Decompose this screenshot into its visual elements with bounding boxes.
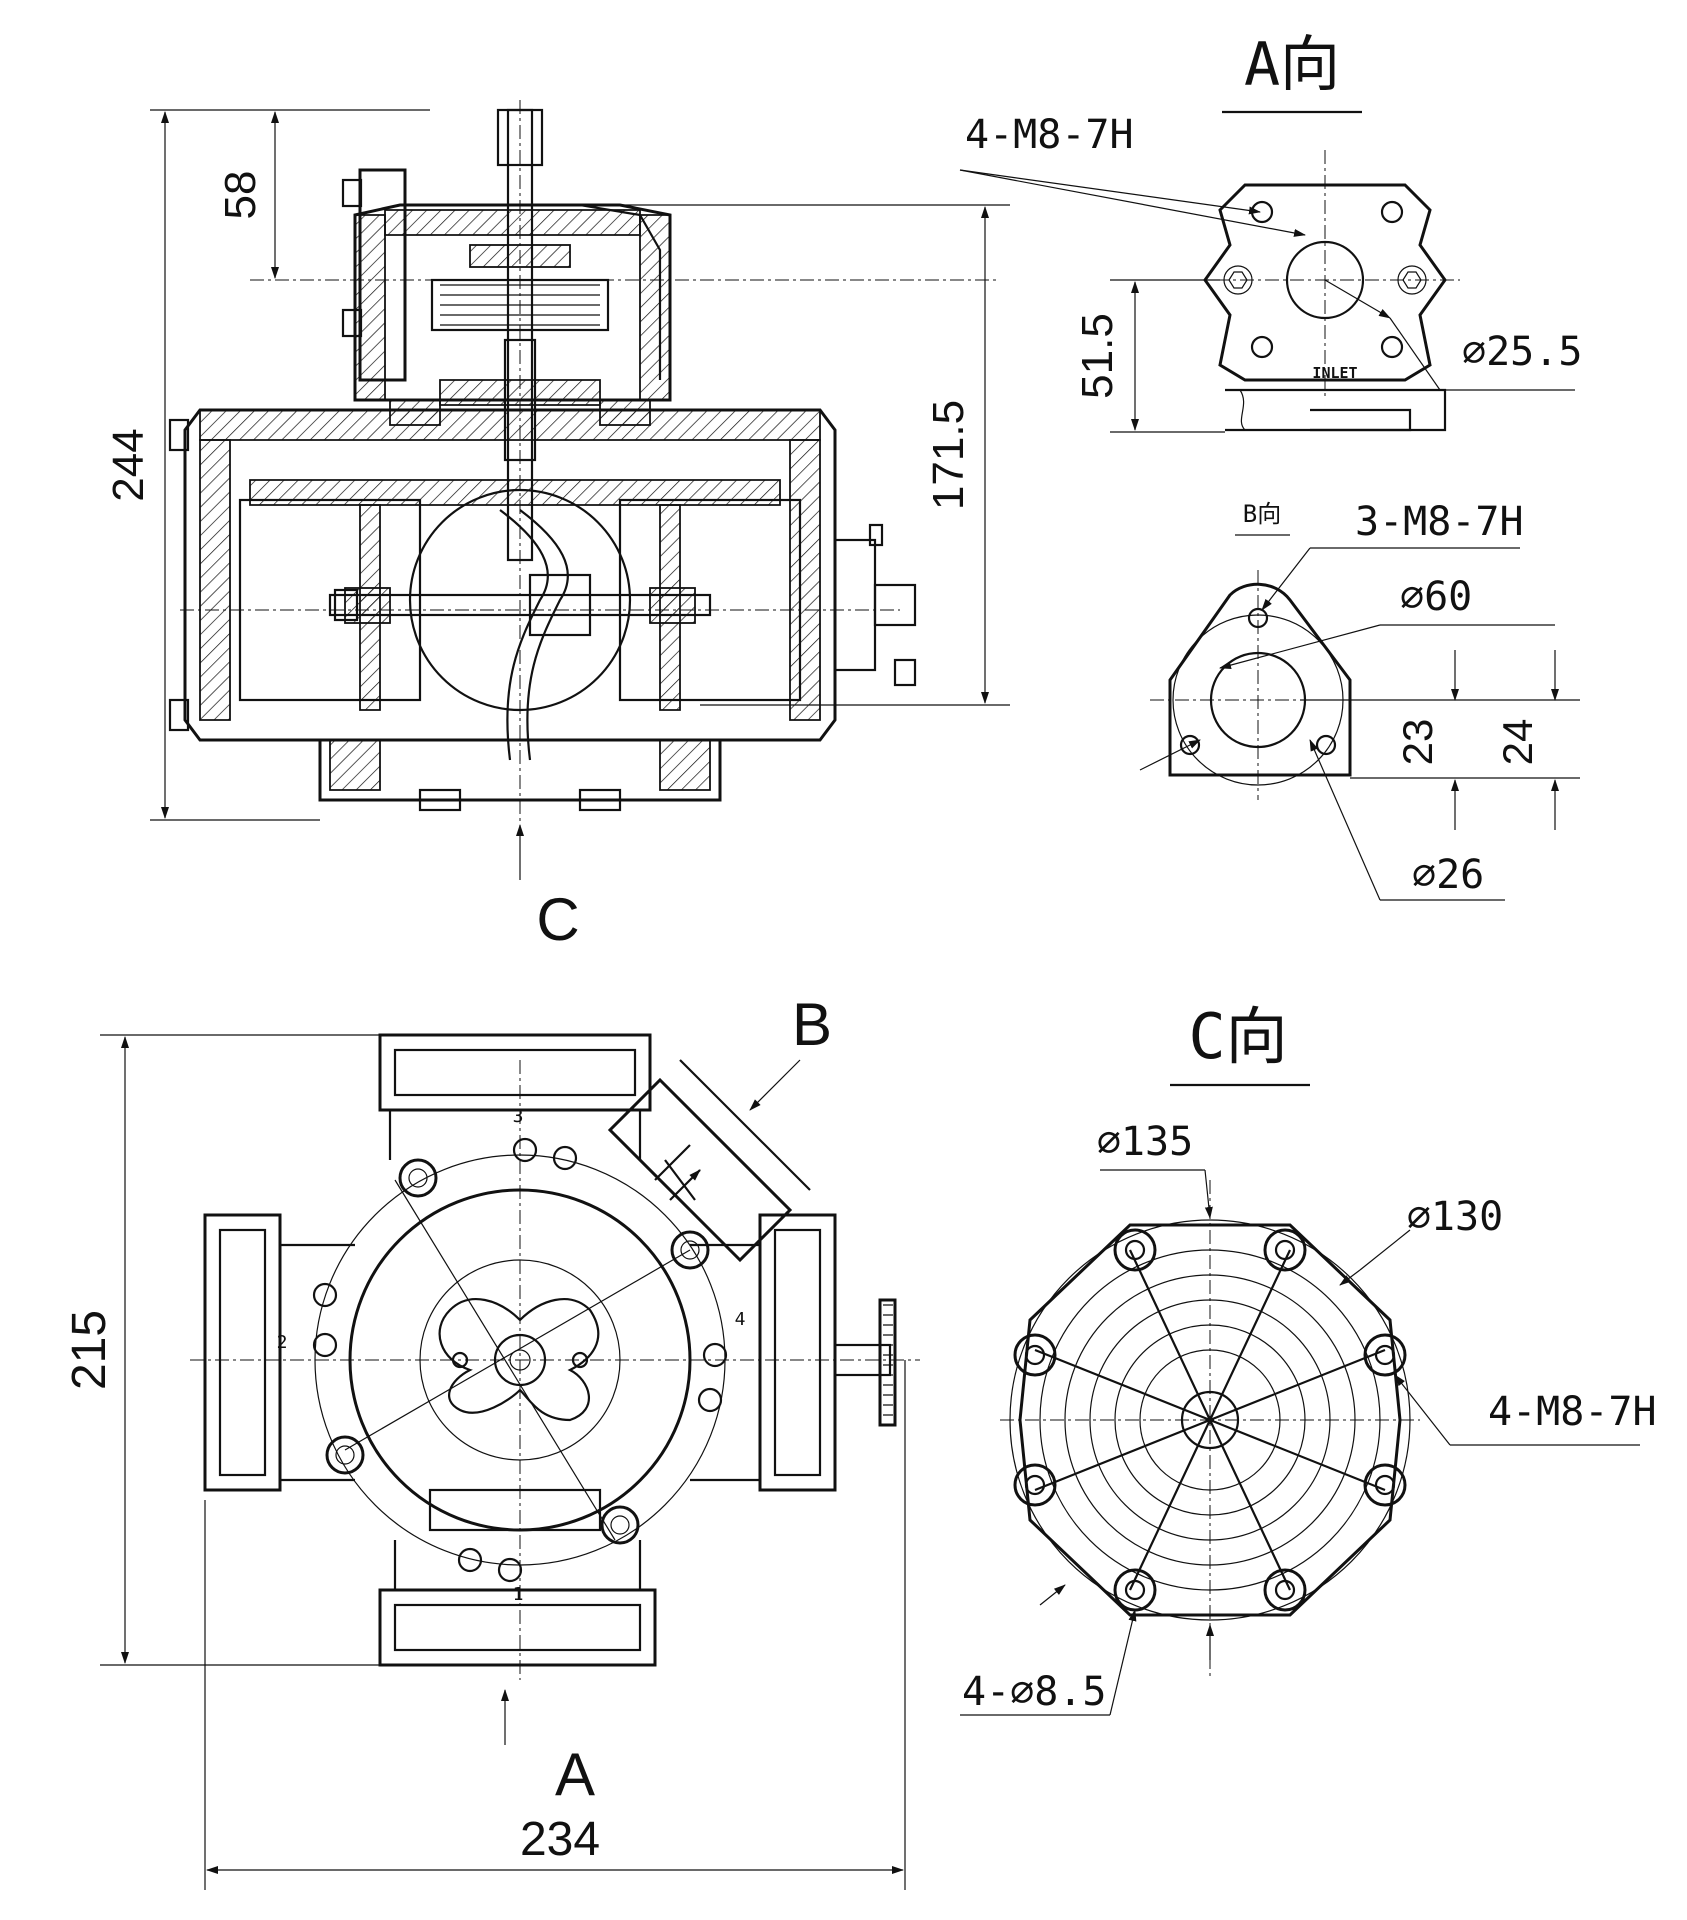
view-b [1139, 547, 1580, 901]
view-c-title: C向 [1188, 1000, 1287, 1073]
dim-234: 234 [520, 1813, 600, 1866]
direction-label-c: C [536, 886, 579, 953]
port-number-3: 3 [513, 1106, 524, 1127]
view-b-title: B向 [1243, 500, 1281, 528]
dim-58: 58 [216, 171, 265, 220]
port-number-1: 1 [513, 1584, 524, 1605]
dim-215: 215 [63, 1310, 116, 1390]
front-section-view [168, 100, 1000, 830]
view-c-thread-callout: 4-M8-7H [1488, 1389, 1657, 1435]
view-c-holes: 4-⌀8.5 [962, 1669, 1107, 1715]
view-a-bore: ⌀25.5 [1462, 329, 1582, 375]
view-b-pcd: ⌀60 [1400, 574, 1472, 620]
dim-23: 23 [1394, 719, 1441, 766]
plan-view [190, 1033, 920, 1680]
view-c-pcd: ⌀130 [1407, 1194, 1503, 1240]
dim-51-5: 51.5 [1073, 313, 1122, 399]
port-number-2: 2 [277, 1332, 288, 1353]
dim-171-5: 171.5 [924, 400, 973, 510]
view-c [960, 1169, 1640, 1716]
view-a-thread-callout: 4-M8-7H [965, 112, 1134, 158]
port-number-4: 4 [735, 1309, 746, 1330]
direction-label-b: B [792, 991, 832, 1058]
dim-244: 244 [104, 428, 153, 501]
view-b-thread-callout: 3-M8-7H [1355, 499, 1524, 545]
view-a [959, 150, 1575, 433]
view-b-bore: ⌀26 [1412, 852, 1484, 898]
plan-dimensions [100, 1034, 906, 1890]
view-a-title: A向 [1244, 30, 1340, 100]
front-dimensions [150, 109, 1010, 880]
view-a-port-label: INLET [1312, 364, 1357, 382]
view-c-outer-diameter: ⌀135 [1097, 1119, 1193, 1165]
dim-24: 24 [1494, 719, 1541, 766]
direction-label-a: A [555, 1741, 595, 1808]
